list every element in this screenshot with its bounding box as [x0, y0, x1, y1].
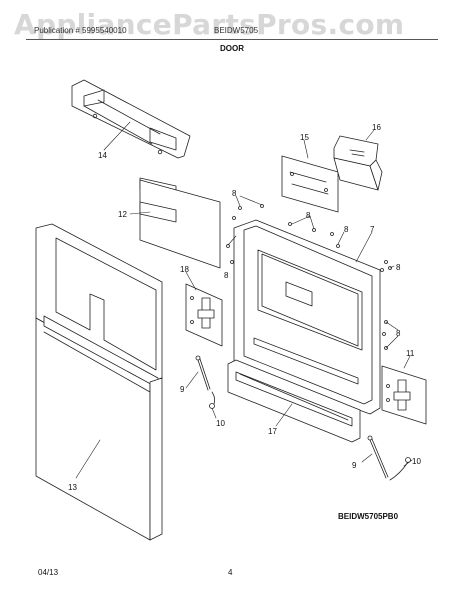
publication-number: Publication # 5995540010 — [34, 26, 127, 35]
model-code: BEIDW5705PB0 — [338, 512, 399, 521]
part-9-right-spring[interactable] — [367, 435, 389, 479]
page-number: 4 — [228, 568, 233, 577]
part-12-insulation[interactable] — [139, 177, 221, 269]
callout-18: 18 — [180, 265, 189, 274]
part-10-left-cable[interactable] — [209, 391, 216, 409]
part-9-left-spring[interactable] — [195, 355, 211, 391]
part-18-left-hinge[interactable] — [185, 283, 223, 347]
callout-13: 13 — [68, 483, 77, 492]
callout-9-right: 9 — [352, 461, 357, 470]
callout-8-c: 8 — [344, 225, 349, 234]
callout-10-right: 10 — [412, 457, 421, 466]
part-7-inner-liner[interactable] — [233, 219, 381, 415]
callout-8-a: 8 — [232, 189, 237, 198]
callout-11: 11 — [406, 349, 415, 358]
header-divider — [26, 39, 438, 40]
callout-15: 15 — [300, 133, 309, 142]
model-header: BEIDW5705 — [214, 26, 259, 35]
callout-10-left: 10 — [216, 419, 225, 428]
section-title: DOOR — [220, 44, 244, 53]
part-16-control-module[interactable] — [333, 135, 383, 191]
callout-16: 16 — [372, 123, 381, 132]
footer-date: 04/13 — [38, 568, 59, 577]
part-14-handle[interactable] — [71, 79, 191, 159]
part-11-right-hinge[interactable] — [381, 365, 427, 425]
part-10-right-cable[interactable] — [389, 457, 411, 481]
callout-14: 14 — [98, 151, 107, 160]
part-15-brackets[interactable] — [281, 155, 339, 213]
callout-8-b: 8 — [306, 211, 311, 220]
callout-17: 17 — [268, 427, 277, 436]
callout-8-d: 8 — [224, 271, 229, 280]
callout-7: 7 — [370, 225, 375, 234]
callout-9-left: 9 — [180, 385, 185, 394]
leader-lines — [75, 121, 413, 479]
part-17-bottom-trim[interactable] — [227, 359, 361, 443]
watermark: AppliancePartsPros.com — [14, 8, 405, 41]
callout-8-f: 8 — [396, 329, 401, 338]
callout-labels: 14 12 13 18 9 10 17 15 16 7 8 8 8 8 8 8 … — [68, 123, 421, 492]
callout-8-e: 8 — [396, 263, 401, 272]
part-13-outer-door[interactable] — [35, 223, 163, 541]
callout-12: 12 — [118, 210, 127, 219]
